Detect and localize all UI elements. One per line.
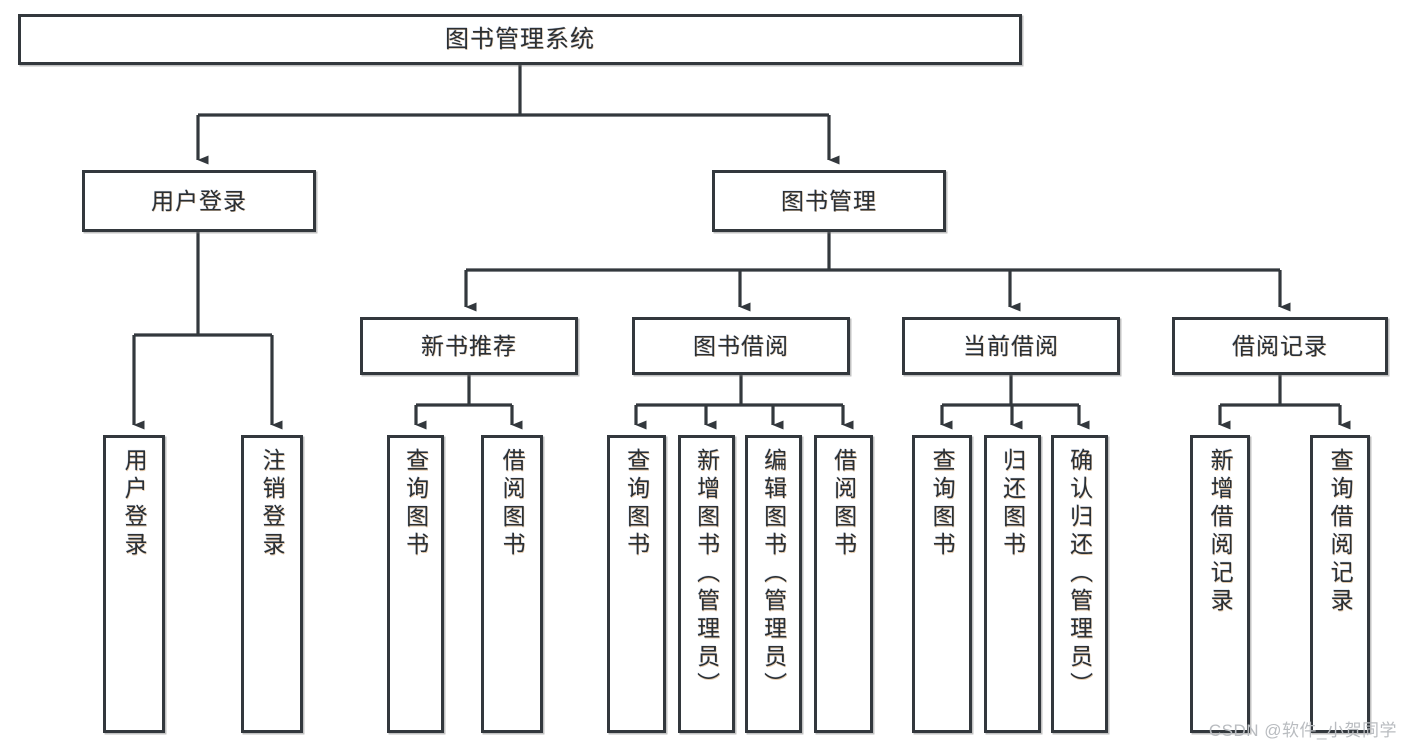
node-leaf-edit-book-label: 编辑图书（管理员） [760,448,787,700]
node-user-login-label: 用户登录 [151,187,247,214]
node-book-manage[interactable]: 图书管理 [712,170,946,232]
node-leaf-query-borrow-record-label: 查询借阅记录 [1327,448,1354,616]
node-leaf-user-login[interactable]: 用户登录 [103,435,165,733]
node-borrow-record-label: 借阅记录 [1232,332,1328,359]
node-leaf-query-book-3[interactable]: 查询图书 [912,435,972,733]
node-leaf-query-book-3-label: 查询图书 [929,448,956,560]
node-leaf-logout-login-label: 注销登录 [259,448,286,560]
node-current-borrow-label: 当前借阅 [963,332,1059,359]
node-leaf-add-borrow-record[interactable]: 新增借阅记录 [1190,435,1250,733]
node-leaf-query-book-2[interactable]: 查询图书 [607,435,666,733]
node-leaf-borrow-book-2-label: 借阅图书 [830,448,857,560]
node-leaf-query-book-1-label: 查询图书 [402,448,429,560]
node-root[interactable]: 图书管理系统 [18,14,1022,65]
node-user-login[interactable]: 用户登录 [82,170,316,232]
node-leaf-borrow-book-2[interactable]: 借阅图书 [814,435,873,733]
node-borrow-record[interactable]: 借阅记录 [1172,317,1388,375]
node-book-manage-label: 图书管理 [781,187,877,214]
node-new-book-recommend-label: 新书推荐 [421,332,517,359]
node-current-borrow[interactable]: 当前借阅 [902,317,1120,375]
node-leaf-edit-book[interactable]: 编辑图书（管理员） [745,435,802,733]
node-leaf-query-book-2-label: 查询图书 [623,448,650,560]
node-leaf-user-login-label: 用户登录 [121,448,148,560]
node-root-label: 图书管理系统 [445,25,595,53]
node-leaf-query-borrow-record[interactable]: 查询借阅记录 [1310,435,1370,733]
node-book-borrow-label: 图书借阅 [693,332,789,359]
node-leaf-return-book[interactable]: 归还图书 [984,435,1041,733]
node-leaf-confirm-return-label: 确认归还（管理员） [1066,448,1093,700]
node-new-book-recommend[interactable]: 新书推荐 [360,317,578,375]
node-leaf-return-book-label: 归还图书 [999,448,1026,560]
node-leaf-add-borrow-record-label: 新增借阅记录 [1207,448,1234,616]
node-leaf-confirm-return[interactable]: 确认归还（管理员） [1051,435,1108,733]
node-leaf-logout-login[interactable]: 注销登录 [241,435,303,733]
node-leaf-add-book-label: 新增图书（管理员） [693,448,720,700]
node-book-borrow[interactable]: 图书借阅 [632,317,850,375]
node-leaf-query-book-1[interactable]: 查询图书 [387,435,444,733]
node-leaf-borrow-book-1[interactable]: 借阅图书 [481,435,543,733]
csdn-watermark: CSDN @软件_小贺同学 [1208,721,1397,740]
node-leaf-add-book[interactable]: 新增图书（管理员） [678,435,735,733]
node-leaf-borrow-book-1-label: 借阅图书 [499,448,526,560]
